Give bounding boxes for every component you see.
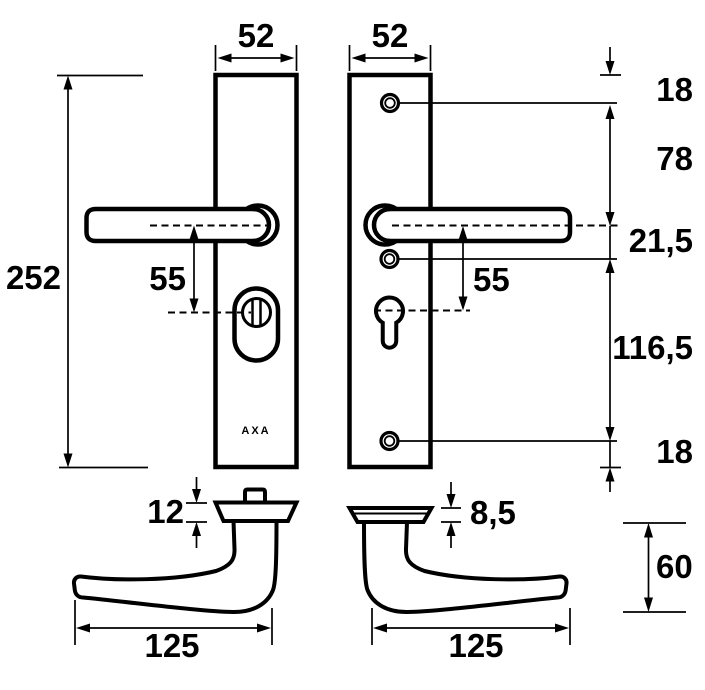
dim-label-60: 60 (656, 548, 693, 585)
dim-label-left-55: 55 (149, 260, 186, 297)
brand-logo-text: AXA (241, 425, 270, 437)
right-lever-side-profile (361, 520, 569, 615)
dim-label-right-125: 125 (448, 627, 503, 664)
dim-left-125: 125 (74, 600, 273, 664)
left-rose-side (212, 500, 300, 523)
spindle-knob (243, 487, 267, 502)
dim-left-55: 55 (149, 225, 199, 313)
dim-right-55: 55 (458, 226, 510, 311)
screw-hole-bottom (379, 430, 400, 452)
left-handle-side-view (71, 487, 300, 615)
dim-label-left-125: 125 (144, 627, 199, 664)
right-handle-side-view (346, 506, 569, 615)
dim-chain-right: 18 78 21,5 116,5 18 (600, 47, 693, 492)
dim-rose-8-5: 8,5 (441, 482, 516, 548)
dim-label-8-5: 8,5 (470, 494, 516, 531)
dim-plate-height: 252 (6, 74, 148, 469)
dim-label-top-18: 18 (656, 71, 693, 108)
dim-right-125: 125 (371, 608, 571, 664)
left-backplate (213, 72, 299, 470)
cylinder-guard (232, 286, 281, 363)
left-lever-side-profile (71, 519, 279, 615)
screw-hole-top (379, 92, 401, 114)
dim-label-78: 78 (656, 140, 693, 177)
dim-left-plate-width: 52 (214, 17, 298, 71)
dim-label-116-5: 116,5 (612, 329, 693, 366)
dim-label-21-5: 21,5 (629, 222, 693, 259)
dim-label-right-55: 55 (473, 261, 510, 298)
dim-label-plate-height: 252 (6, 259, 61, 296)
left-lever-handle (84, 203, 280, 247)
dim-right-plate-width: 52 (348, 17, 432, 71)
dim-label-bottom-18: 18 (656, 433, 693, 470)
screw-hole-middle (379, 248, 400, 270)
dim-rose-12: 12 (147, 477, 207, 548)
right-rose-side (346, 506, 435, 524)
dim-60: 60 (623, 522, 693, 613)
cylinder-core (241, 297, 272, 328)
right-backplate (347, 72, 433, 470)
dim-label-left-plate-width: 52 (238, 17, 275, 54)
dim-label-right-plate-width: 52 (372, 17, 409, 54)
dim-label-12: 12 (147, 493, 184, 530)
